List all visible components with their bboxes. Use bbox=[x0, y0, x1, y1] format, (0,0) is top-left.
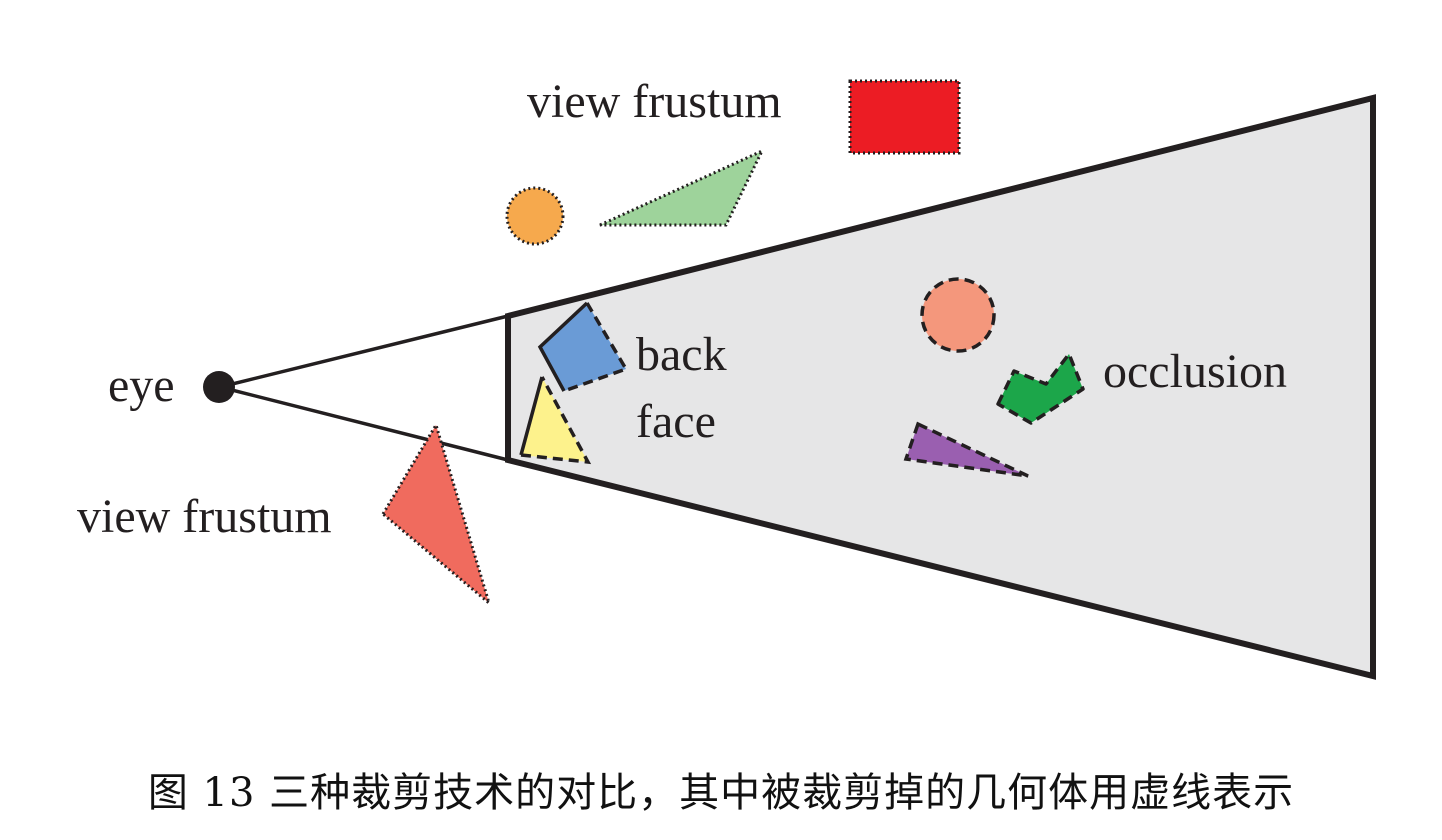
yellow-triangle-solid-edge bbox=[519, 376, 544, 456]
green-shape-occluded bbox=[996, 352, 1085, 425]
figure-caption: 图 13 三种裁剪技术的对比，其中被裁剪掉的几何体用虚线表示 bbox=[147, 770, 1295, 816]
label-occlusion: occlusion bbox=[1103, 345, 1287, 398]
label-view-frustum-top: view frustum bbox=[527, 75, 782, 128]
salmon-circle-occluded bbox=[920, 277, 996, 353]
frustum-culling-diagram: view frustum eye view frustum back face … bbox=[77, 75, 1376, 680]
label-back: back bbox=[636, 328, 727, 381]
yellow-triangle-dashed-edge bbox=[520, 376, 592, 465]
label-face: face bbox=[636, 395, 716, 448]
view-frustum-volume bbox=[505, 94, 1376, 680]
green-triangle-culled bbox=[599, 147, 766, 227]
eye-point bbox=[203, 371, 235, 403]
blue-quad-solid-edge bbox=[537, 301, 589, 392]
label-eye: eye bbox=[108, 359, 175, 412]
frustum-edge-bottom bbox=[219, 385, 509, 462]
label-view-frustum-bottom: view frustum bbox=[77, 490, 332, 543]
purple-triangle-occluded bbox=[903, 421, 1029, 478]
frustum-edge-top bbox=[219, 314, 509, 389]
blue-quad-dashed-edge bbox=[563, 302, 629, 393]
blue-quad-backface bbox=[540, 303, 626, 391]
salmon-triangle-culled bbox=[381, 421, 492, 608]
red-rectangle-culled bbox=[848, 79, 961, 155]
orange-circle-culled bbox=[505, 186, 565, 246]
